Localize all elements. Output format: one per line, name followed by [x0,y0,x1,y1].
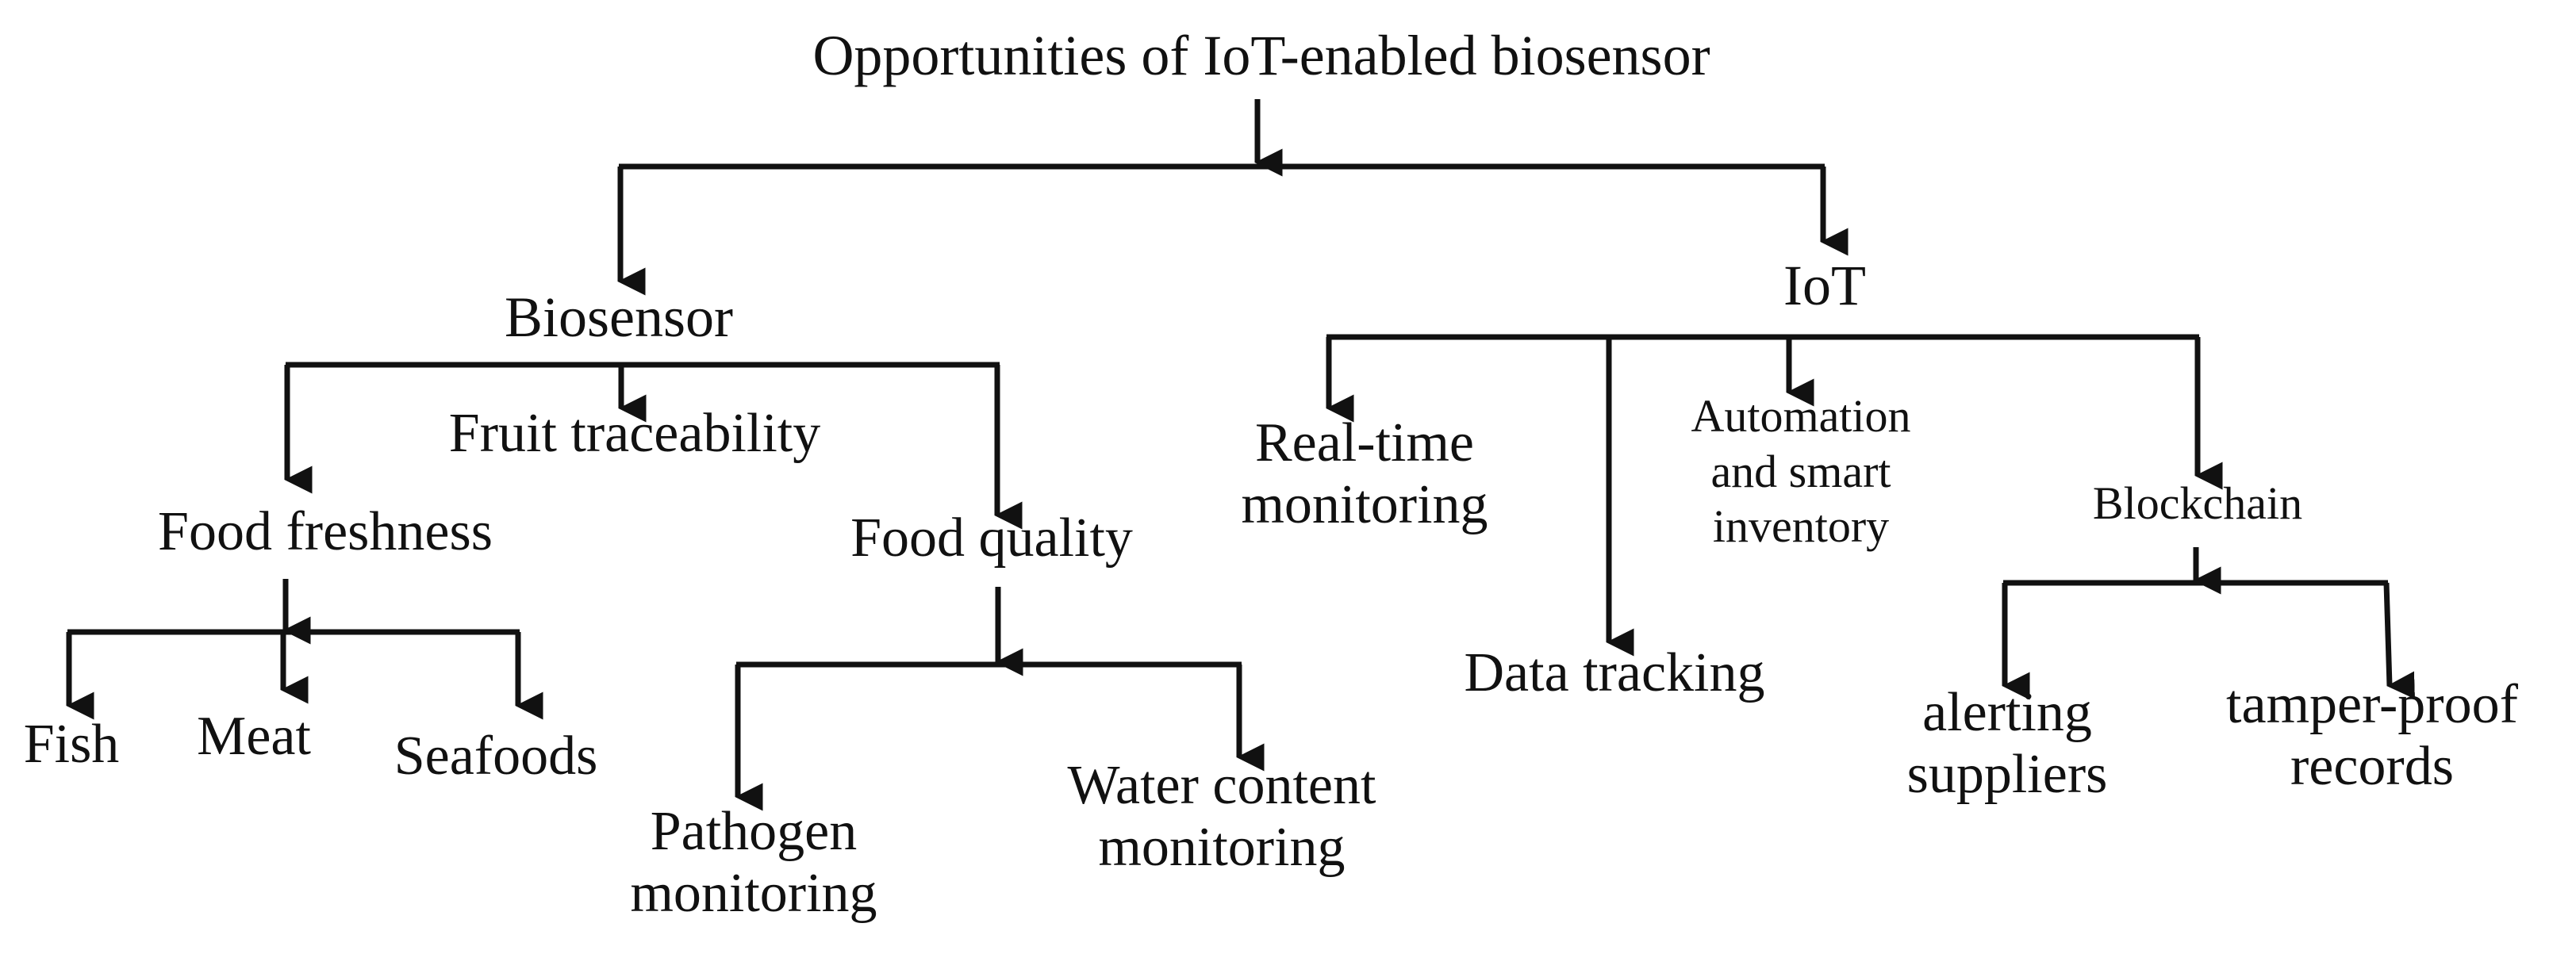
automation-label: Automation and smart inventory [1634,389,1968,554]
fish-label: Fish [23,714,120,775]
water-content-monitoring-label: Water content monitoring [1031,755,1412,879]
automation-line-1: Automation [1691,390,1911,442]
tamper-line-2: records [2290,736,2454,798]
tamper-proof-records-label: tamper-proof records [2190,674,2555,799]
blockchain-label: Blockchain [2092,477,2303,529]
fruit-traceability-label: Fruit traceability [448,403,821,464]
pathogen-line-1: Pathogen [650,801,858,862]
realtime-monitoring-label: Real-time monitoring [1214,412,1515,537]
meat-label: Meat [197,706,311,767]
food-freshness-label: Food freshness [158,501,493,562]
data-tracking-label: Data tracking [1464,642,1765,703]
tamper-line-1: tamper-proof [2226,674,2518,735]
pathogen-line-2: monitoring [630,863,877,925]
iot-label: IoT [1783,254,1866,317]
realtime-line-1: Real-time [1254,412,1474,473]
food-quality-label: Food quality [850,508,1133,569]
tamper-proof-arrow [2383,582,2416,699]
alerting-suppliers-label: alerting suppliers [1880,682,2134,806]
root-title: Opportunities of IoT-enabled biosensor [812,24,1710,87]
automation-line-3: inventory [1712,500,1890,553]
alerting-line-2: suppliers [1906,744,2108,806]
water-line-2: monitoring [1098,817,1346,879]
realtime-line-2: monitoring [1241,474,1488,536]
automation-line-2: and smart [1710,445,1891,497]
biosensor-label: Biosensor [505,285,733,349]
alerting-line-1: alerting [1922,682,2092,743]
pathogen-monitoring-label: Pathogen monitoring [603,801,904,925]
water-line-1: Water content [1067,755,1376,816]
seafoods-label: Seafoods [394,726,598,787]
